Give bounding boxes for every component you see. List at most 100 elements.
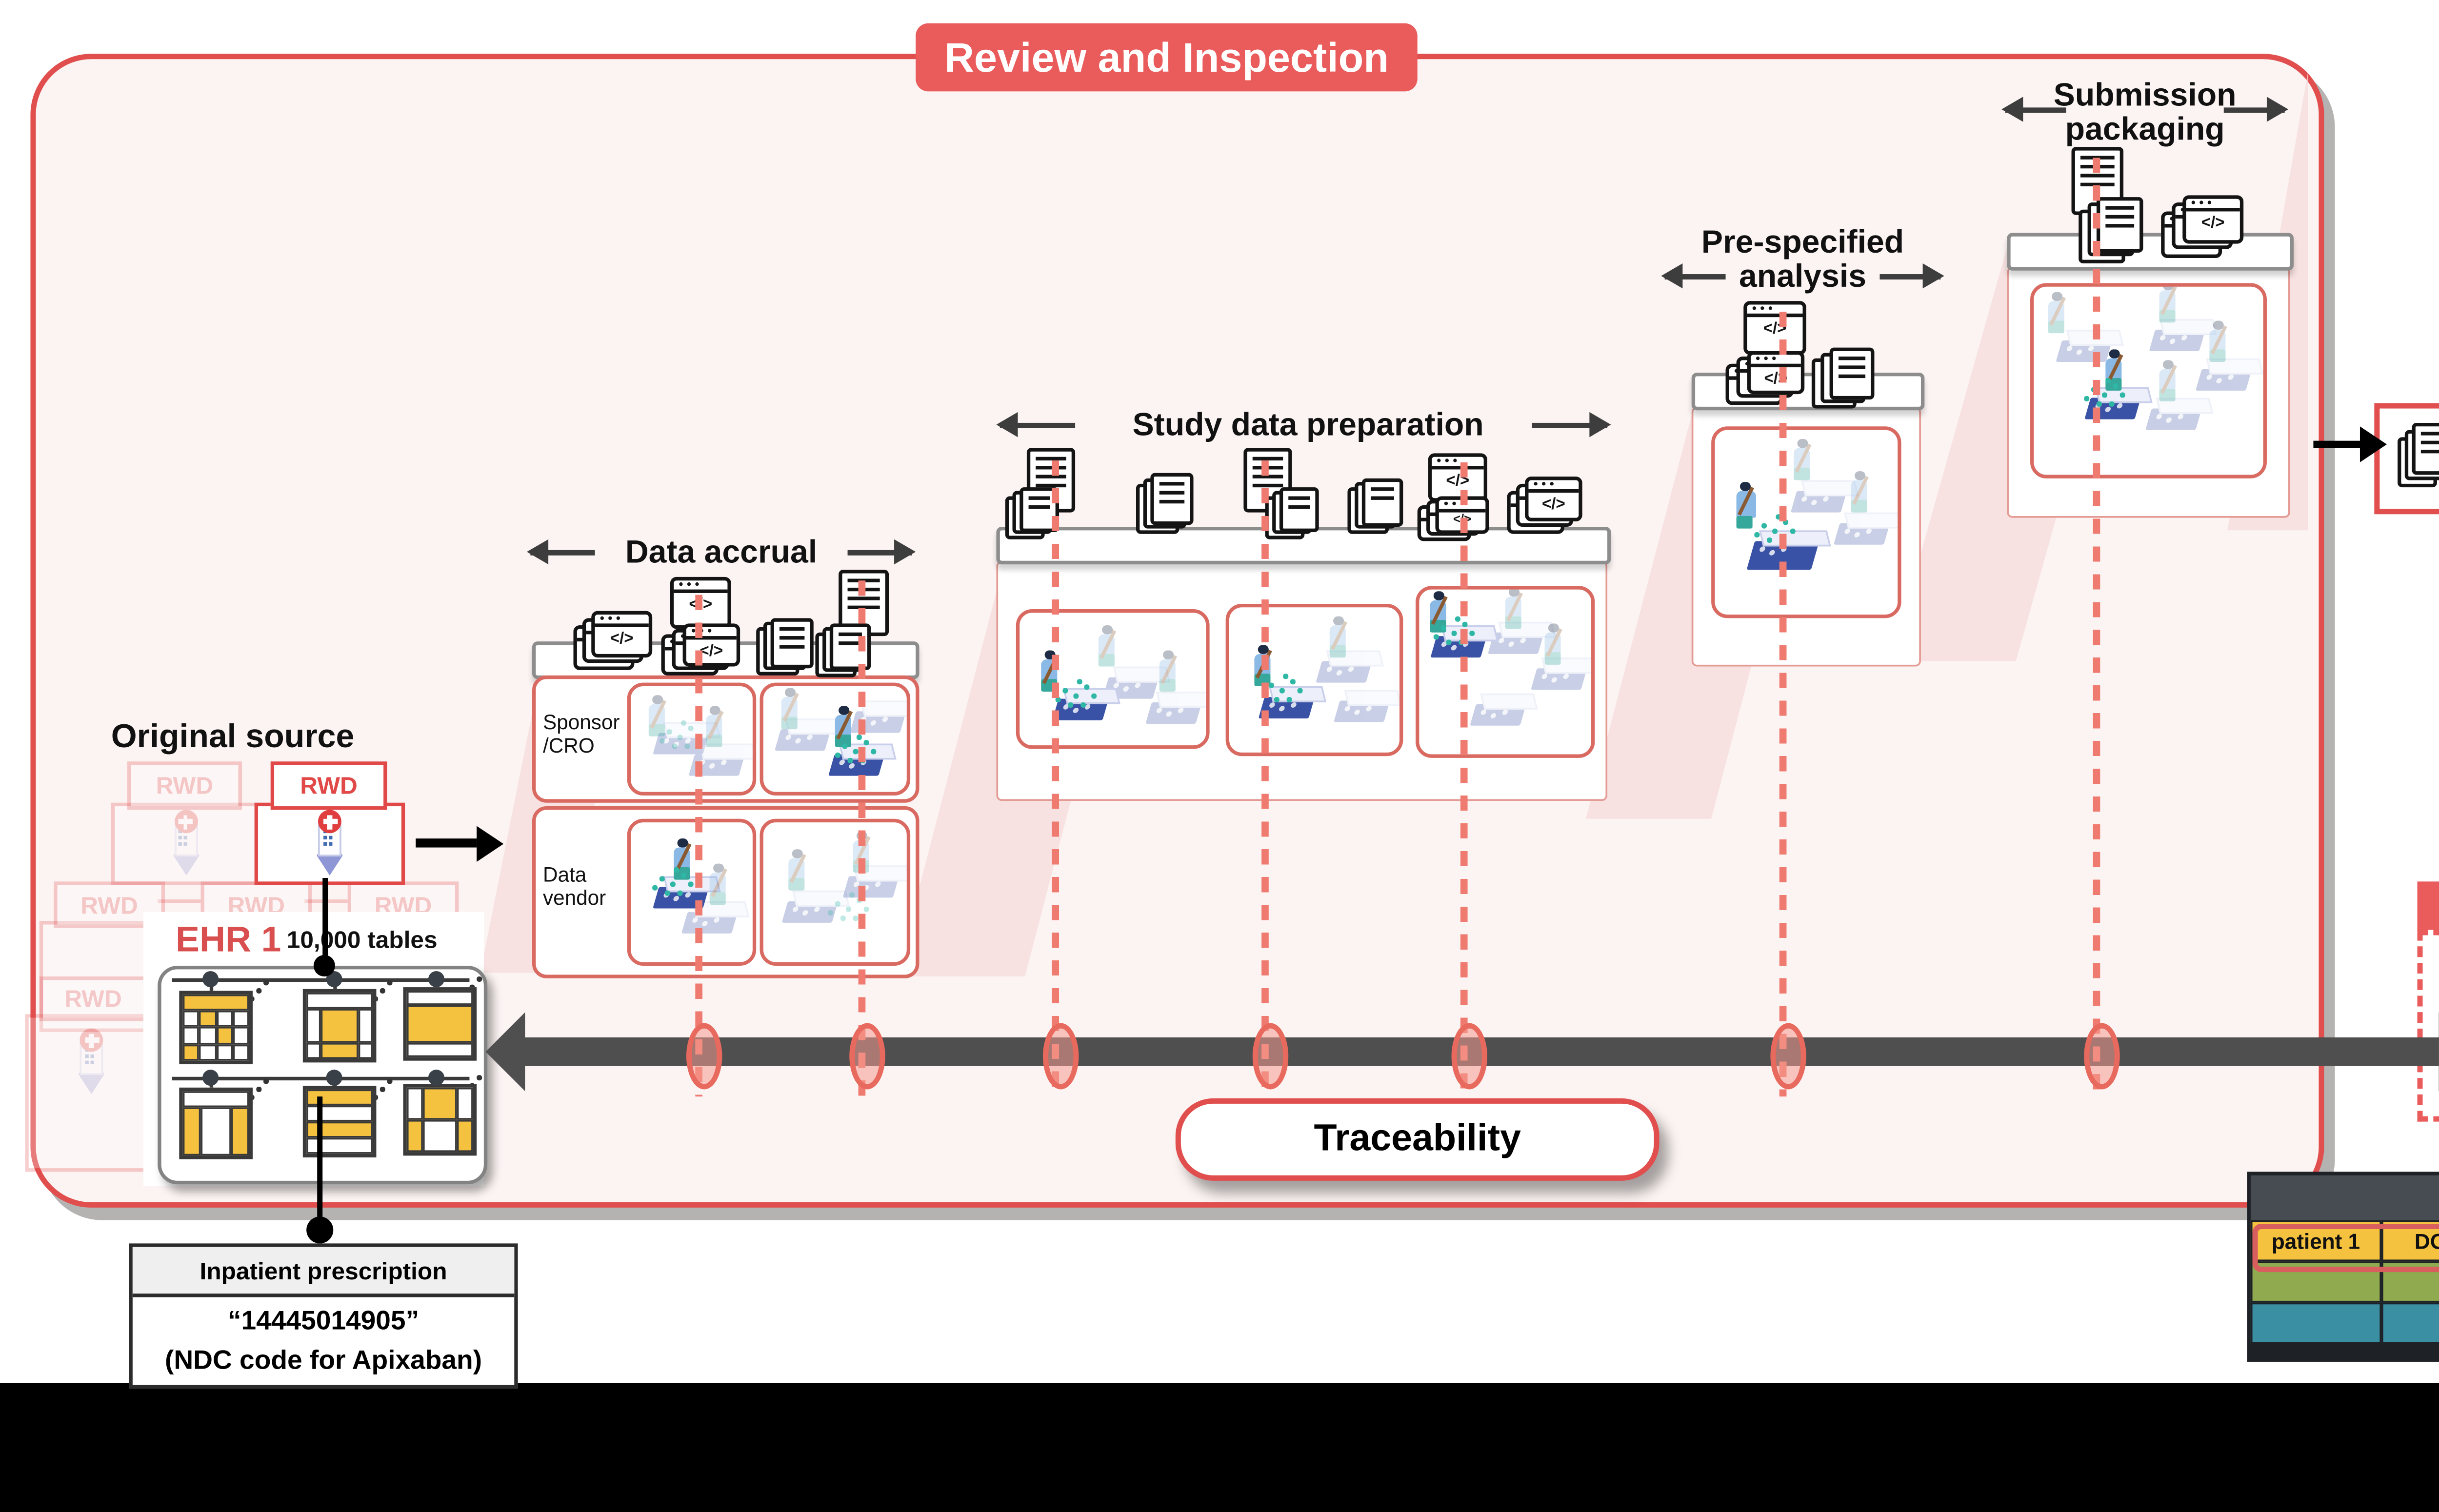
- title-text: Review and Inspection: [944, 33, 1389, 81]
- accrual-sponsor-cell-1: [627, 683, 756, 796]
- accrual-sponsor-cell-2: [760, 683, 911, 796]
- trace-line-4: [1261, 460, 1268, 1096]
- trace-marker-1: [686, 1023, 722, 1090]
- documents-stack-icon: [756, 618, 810, 672]
- accrual-arrow-right: [848, 550, 912, 555]
- bottom-black-band: [0, 1383, 2439, 1512]
- packaging-cell: [2030, 283, 2267, 478]
- code-windows-stack-icon: </>: [1418, 497, 1489, 536]
- analysis-arrow-left: [1665, 274, 1726, 279]
- annotation-header: Inpatient prescription: [133, 1247, 514, 1297]
- trace-marker-4: [1253, 1023, 1288, 1090]
- code-window-icon: </>: [1428, 453, 1487, 501]
- ehr-table-6: [403, 1084, 477, 1155]
- code-windows-stack-icon: </>: [1507, 477, 1586, 530]
- annotation-code: “14445014905”: [133, 1303, 514, 1342]
- documents-stack-icon: [1347, 478, 1398, 532]
- original-source-heading: Original source: [111, 718, 398, 753]
- isometric-illustration: [1715, 430, 1898, 615]
- accrual-arrow-left: [530, 550, 595, 555]
- analysis-cell: [1711, 426, 1901, 618]
- accrual-vendor-cell-1: [627, 819, 756, 966]
- result-banner: Result: [2418, 881, 2439, 930]
- trace-line-2: [859, 580, 865, 1096]
- documents-stack-icon: [2079, 197, 2143, 258]
- documents-stack-icon: [1812, 348, 1873, 405]
- preparation-cell-3: [1416, 586, 1595, 758]
- accrual-vendor-cell-2: [760, 819, 911, 966]
- node-dot: [326, 1070, 342, 1086]
- rwd-label: RWD: [127, 761, 242, 810]
- isometric-illustration: [763, 822, 907, 962]
- code-icon: </>: [595, 627, 649, 650]
- code-windows-stack-icon: </>: [1726, 351, 1805, 401]
- drugs-table: DRUGS patient 1 DOAC yes …: [2247, 1172, 2439, 1361]
- code-windows-stack-icon: </>: [2161, 195, 2247, 256]
- ehr-label: EHR 1: [176, 921, 281, 962]
- trace-line-1: [695, 595, 701, 1097]
- isometric-illustration: [2034, 287, 2263, 475]
- node-dot: [428, 971, 444, 987]
- code-window-icon: </>: [1743, 301, 1806, 355]
- packaging-top-bar: [2007, 233, 2294, 271]
- documents-stack-icon: [1265, 487, 1315, 534]
- ehr-to-annotation-dot: [306, 1216, 333, 1243]
- hospital-icon: [159, 810, 212, 874]
- trace-line-7: [2093, 158, 2099, 1096]
- trace-marker-5: [1452, 1023, 1487, 1090]
- ehr-table-2: [303, 989, 377, 1063]
- traceability-label: Traceability: [1314, 1118, 1521, 1161]
- preparation-heading: Study data preparation: [1084, 409, 1532, 442]
- trace-marker-3: [1043, 1023, 1079, 1090]
- trace-marker-7: [2084, 1023, 2119, 1090]
- trace-line-3: [1052, 460, 1058, 1096]
- analysis-arrow-right: [1879, 274, 1940, 279]
- drugs-row-3: [2251, 1303, 2439, 1344]
- annotation-note: (NDC code for Apixaban): [133, 1342, 514, 1381]
- ehr-table-4: [179, 1088, 253, 1159]
- hospital-icon: [64, 1029, 118, 1100]
- node-dot: [202, 1070, 219, 1086]
- isometric-illustration: [1229, 607, 1399, 753]
- documents-stack-icon: [2398, 423, 2439, 487]
- arrow-packaging-to-package: [2313, 441, 2363, 448]
- documents-stack-icon: [1005, 487, 1056, 534]
- rwd-label: RWD: [271, 761, 387, 810]
- code-windows-stack-icon: </>: [574, 611, 653, 669]
- arrow-packaging-to-package-head: [2360, 426, 2387, 462]
- node-dot: [428, 1070, 444, 1086]
- ehr-tables-note: 10,000 tables: [287, 926, 438, 953]
- title-banner: Review and Inspection: [916, 23, 1418, 92]
- hospital-icon: [303, 810, 357, 874]
- isometric-illustration: [631, 822, 753, 962]
- ehr-table-5: [303, 1086, 377, 1157]
- isometric-illustration: [763, 686, 907, 792]
- inpatient-annotation-box: Inpatient prescription “14445014905” (ND…: [129, 1243, 518, 1389]
- preparation-cell-2: [1226, 604, 1403, 756]
- trace-marker-2: [849, 1023, 885, 1090]
- isometric-illustration: [1419, 590, 1591, 755]
- drugs-row-highlight: [2253, 1224, 2439, 1272]
- accrual-heading: Data accrual: [600, 536, 842, 569]
- arrow-source-to-accrual: [416, 838, 477, 847]
- isometric-illustration: [631, 686, 753, 792]
- ehr-table-3: [403, 987, 477, 1061]
- trace-line-5: [1460, 462, 1467, 1096]
- rwd-box-faded: [25, 1014, 158, 1172]
- result-dashed-box: [2418, 930, 2439, 1122]
- drugs-table-title: DRUGS: [2251, 1175, 2439, 1220]
- trace-line-6: [1779, 312, 1786, 1096]
- preparation-arrow-left: [1000, 423, 1075, 427]
- preparation-cell-1: [1016, 609, 1210, 749]
- packaging-arrow-right: [2224, 107, 2285, 112]
- accrual-sponsor-label: Sponsor/CRO: [543, 713, 620, 760]
- regulator-label: Regulator: [2434, 272, 2439, 328]
- node-dot: [202, 971, 219, 987]
- trace-marker-6: [1770, 1023, 1806, 1090]
- documents-stack-icon: [1136, 473, 1190, 531]
- rwd-to-ehr-line: [322, 878, 327, 966]
- arrow-source-to-accrual-head: [477, 825, 503, 861]
- ehr-table-1: [179, 991, 253, 1064]
